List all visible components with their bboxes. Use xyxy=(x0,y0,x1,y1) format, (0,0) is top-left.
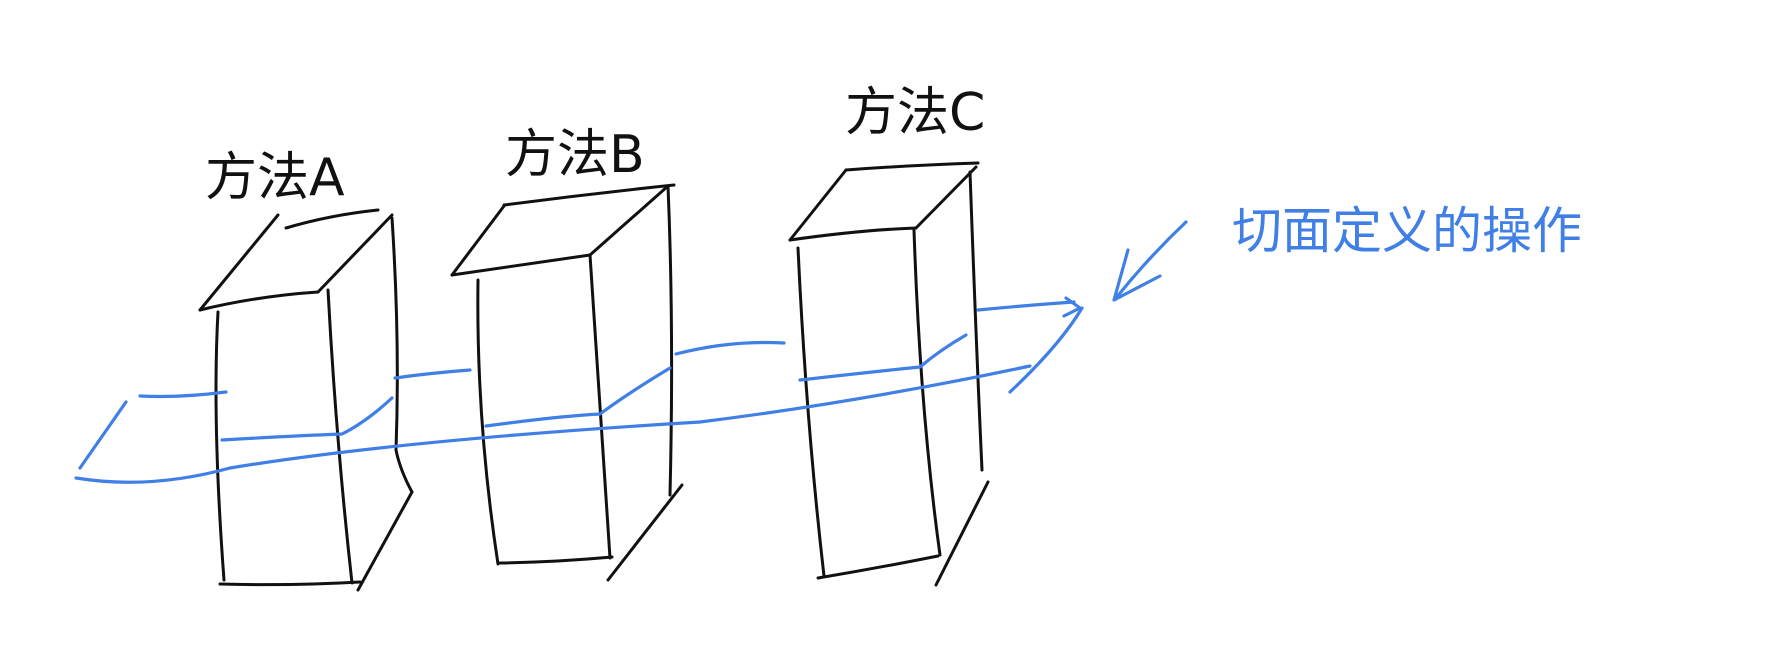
method-c-box xyxy=(788,161,990,587)
method-c-label: 方法C xyxy=(845,83,985,143)
method-a-box xyxy=(198,208,414,592)
aspect-plane xyxy=(74,296,1084,484)
annotation-arrow xyxy=(1112,220,1188,302)
aspect-note-label: 切面定义的操作 xyxy=(1232,202,1582,260)
method-a-label: 方法A xyxy=(205,148,345,208)
method-b-box xyxy=(450,183,684,582)
method-b-label: 方法B xyxy=(505,125,645,185)
